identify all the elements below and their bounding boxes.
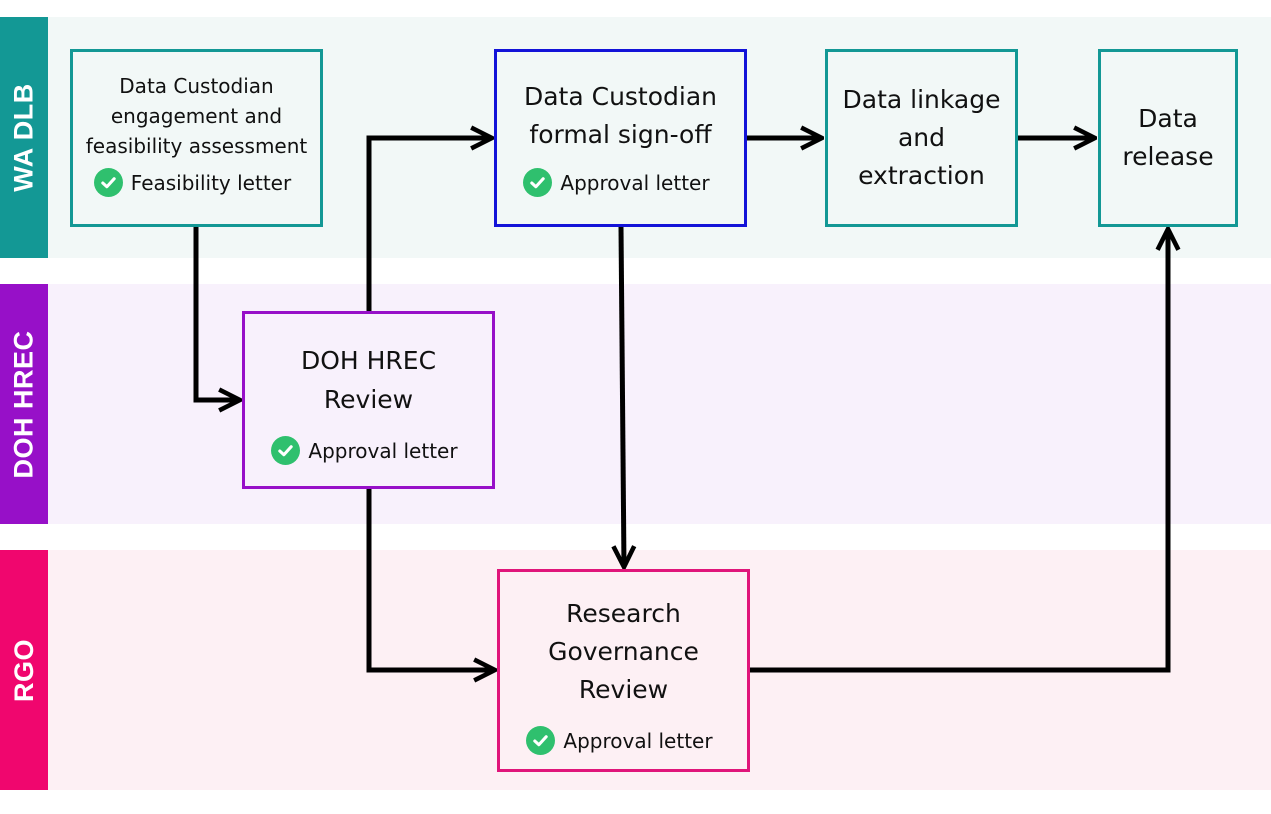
node-title: Data release [1122,104,1214,171]
approval-letter-badge: Approval letter [271,436,458,465]
node-data-linkage-extraction: Data linkage and extraction [825,49,1018,227]
badge-text: Feasibility letter [130,170,292,195]
node-title: DOH HREC Review [300,346,437,414]
node-title: Data Custodian formal sign-off [523,82,718,149]
check-circle-icon [271,436,301,465]
lane-doh-hrec-label: DOH HREC [0,284,48,524]
lane-doh-hrec: DOH HREC [0,284,1271,524]
approval-letter-badge: Approval letter [526,726,713,755]
node-research-governance-review: Research Governance Review Approval lett… [497,569,750,772]
lane-wa-dlb-label: WA DLB [0,17,48,258]
check-circle-icon [93,168,123,197]
node-title: Research Governance Review [548,599,699,704]
node-data-custodian-sign-off: Data Custodian formal sign-off Approval … [494,49,747,227]
badge-text: Approval letter [560,170,710,195]
check-circle-icon [526,726,556,755]
approval-letter-badge: Approval letter [523,168,710,197]
lane-rgo-label: RGO [0,550,48,790]
node-title: Data Custodian engagement and feasibilit… [85,74,308,158]
node-doh-hrec-review: DOH HREC Review Approval letter [242,311,495,489]
badge-text: Approval letter [563,728,713,753]
node-title: Data linkage and extraction [842,85,1001,190]
check-circle-icon [523,168,553,197]
badge-text: Approval letter [308,438,458,463]
node-data-custodian-engagement: Data Custodian engagement and feasibilit… [70,49,323,227]
lane-doh-hrec-background [48,284,1271,524]
node-data-release: Data release [1098,49,1238,227]
feasibility-letter-badge: Feasibility letter [93,168,292,197]
